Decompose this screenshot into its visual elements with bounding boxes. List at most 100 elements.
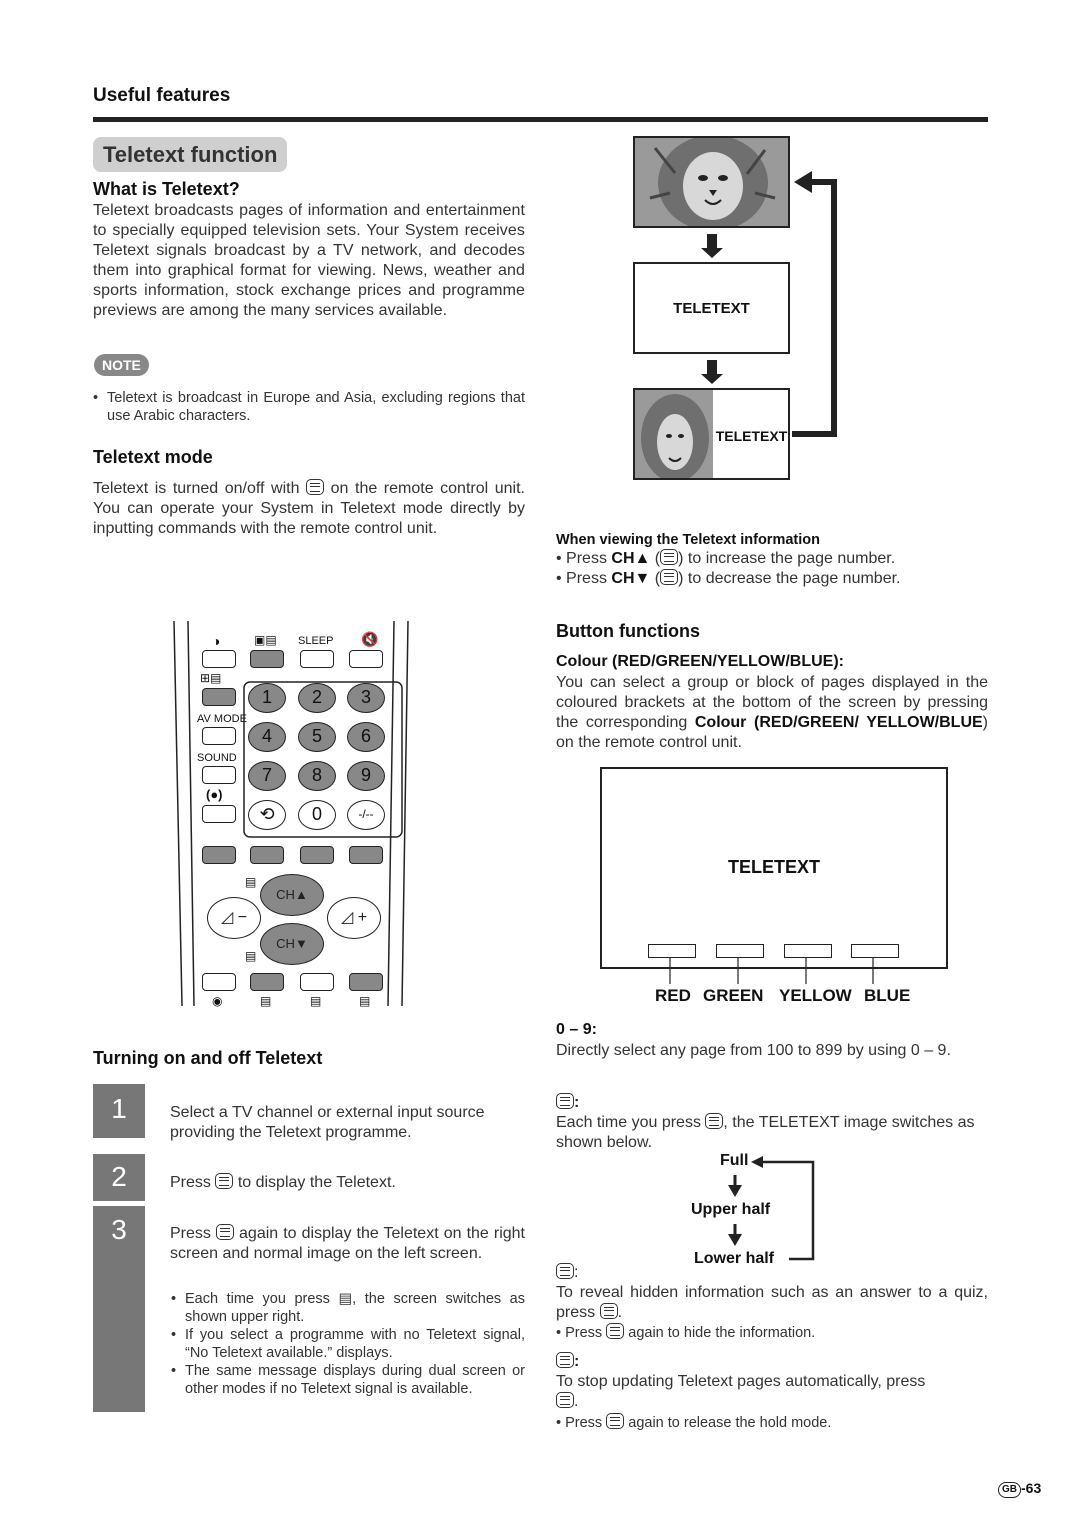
num-7-button[interactable]: 7 xyxy=(248,761,286,791)
av-mode-label: AV MODE xyxy=(197,713,247,725)
lion-image xyxy=(635,138,788,226)
blue-button[interactable] xyxy=(349,846,383,864)
teletext-small-icon: ▤ xyxy=(359,994,371,1008)
hold-icon xyxy=(556,1352,574,1368)
subtitle-button[interactable] xyxy=(250,973,284,991)
header-rule xyxy=(93,117,988,122)
teletext-button[interactable] xyxy=(349,973,383,991)
hold-small-icon: ▤ xyxy=(310,994,322,1008)
colour-body: You can select a group or block of pages… xyxy=(556,674,988,751)
arrow-down-1 xyxy=(707,234,717,248)
green-bracket xyxy=(716,944,764,958)
yellow-button[interactable] xyxy=(300,846,334,864)
freeze-icon: ⊞▤ xyxy=(200,671,222,685)
mute-icon: 🔇 xyxy=(361,631,379,647)
size-heading: : xyxy=(556,1093,579,1112)
colour-heading: Colour (RED/GREEN/YELLOW/BLUE): xyxy=(556,653,844,670)
screen-dual: TELETEXT xyxy=(633,388,790,480)
surround-button[interactable] xyxy=(202,805,236,823)
yellow-bracket xyxy=(784,944,832,958)
viewing-item-down: • Press CH▼ () to decrease the page numb… xyxy=(556,569,901,587)
av-mode-button[interactable] xyxy=(202,727,236,745)
num-5-button[interactable]: 5 xyxy=(298,722,336,752)
what-is-body: Teletext broadcasts pages of information… xyxy=(93,202,525,319)
picture-mode-button[interactable] xyxy=(202,650,236,668)
volume-up-button[interactable]: ◿ + xyxy=(327,897,381,939)
num-6-button[interactable]: 6 xyxy=(347,722,385,752)
picture-mode-icon: ◑ xyxy=(212,633,221,649)
green-label: GREEN xyxy=(703,986,764,1005)
size-icon xyxy=(556,1093,574,1109)
sound-button[interactable] xyxy=(202,766,236,784)
red-label: RED xyxy=(655,986,691,1005)
screen-teletext: TELETEXT xyxy=(633,262,790,354)
note-text: Teletext is broadcast in Europe and Asia… xyxy=(93,389,525,425)
num-0-button[interactable]: 0 xyxy=(298,800,336,830)
cycle-upper-half: Upper half xyxy=(691,1201,771,1218)
note-item: Teletext is broadcast in Europe and Asia… xyxy=(93,389,525,425)
green-button[interactable] xyxy=(250,846,284,864)
channel-up-button[interactable]: CH▲ xyxy=(260,874,324,916)
hold-icon xyxy=(556,1392,574,1408)
teletext-on-button[interactable] xyxy=(202,973,236,991)
digits-heading: 0 – 9: xyxy=(556,1021,597,1038)
hold-heading: : xyxy=(556,1352,579,1371)
viewing-item-up: • Press CH▲ () to increase the page numb… xyxy=(556,549,896,567)
teletext-icon xyxy=(215,1224,234,1240)
turning-heading: Turning on and off Teletext xyxy=(93,1048,323,1068)
bottom-icon-1: ◉ xyxy=(212,994,223,1008)
viewing-list: • Press CH▲ () to increase the page numb… xyxy=(556,549,986,589)
channel-down-button[interactable]: CH▼ xyxy=(260,923,324,965)
remote-outline xyxy=(173,621,409,1007)
mode-body-a: Teletext is turned on/off with xyxy=(93,480,300,497)
blue-label: BLUE xyxy=(864,986,911,1005)
teletext-icon xyxy=(215,1173,234,1189)
section-label: Useful features xyxy=(93,85,231,106)
reveal-body: To reveal hidden information such as an … xyxy=(556,1284,988,1321)
sound-label: SOUND xyxy=(197,752,237,764)
cycle-full: Full xyxy=(720,1152,749,1169)
return-arrow xyxy=(792,171,837,437)
screen-dual-label: TELETEXT xyxy=(715,428,788,444)
colour-screen-label: TELETEXT xyxy=(727,857,820,877)
blue-bracket xyxy=(851,944,899,958)
hold-button[interactable] xyxy=(300,973,334,991)
bracket-leader-lines xyxy=(669,958,874,984)
flashback-button[interactable]: ⟲ xyxy=(248,800,286,830)
num-1-button[interactable]: 1 xyxy=(248,683,286,713)
page-up-icon xyxy=(660,549,679,565)
num-2-button[interactable]: 2 xyxy=(298,683,336,713)
cycle-lower-half: Lower half xyxy=(694,1250,775,1267)
dual-screen-button[interactable] xyxy=(250,650,284,668)
sleep-label: SLEEP xyxy=(298,635,334,647)
teletext-button-icon xyxy=(306,479,325,495)
digit-entry-button[interactable]: -/-- xyxy=(347,800,385,830)
step-3-number: 3 xyxy=(93,1206,145,1412)
arrow-head-2 xyxy=(701,374,723,384)
num-4-button[interactable]: 4 xyxy=(248,722,286,752)
red-button[interactable] xyxy=(202,846,236,864)
button-functions-heading: Button functions xyxy=(556,621,700,641)
screen-teletext-label: TELETEXT xyxy=(673,300,750,317)
freeze-button[interactable] xyxy=(202,688,236,706)
screen-normal-image xyxy=(633,136,790,228)
step-1-number: 1 xyxy=(93,1084,145,1138)
volume-down-button[interactable]: ◿ − xyxy=(207,897,261,939)
note-badge: NOTE xyxy=(94,354,174,383)
page-up-small-icon: ▤ xyxy=(245,875,257,889)
reveal-icon xyxy=(606,1323,625,1339)
note-badge-label: NOTE xyxy=(94,354,149,376)
teletext-colour-screen: TELETEXT xyxy=(600,767,948,969)
num-9-button[interactable]: 9 xyxy=(347,761,385,791)
step-3-bullet: Each time you press ▤, the screen switch… xyxy=(171,1290,525,1326)
red-bracket xyxy=(648,944,696,958)
sleep-button[interactable] xyxy=(300,650,334,668)
num-3-button[interactable]: 3 xyxy=(347,683,385,713)
mute-button[interactable] xyxy=(349,650,383,668)
digits-body: Directly select any page from 100 to 899… xyxy=(556,1042,951,1059)
lion-image-small xyxy=(635,390,713,478)
mode-heading: Teletext mode xyxy=(93,447,213,467)
num-8-button[interactable]: 8 xyxy=(298,761,336,791)
step-3-bullet: If you select a programme with no Telete… xyxy=(171,1326,525,1362)
hold-bullet: • Press again to release the hold mode. xyxy=(556,1413,832,1431)
